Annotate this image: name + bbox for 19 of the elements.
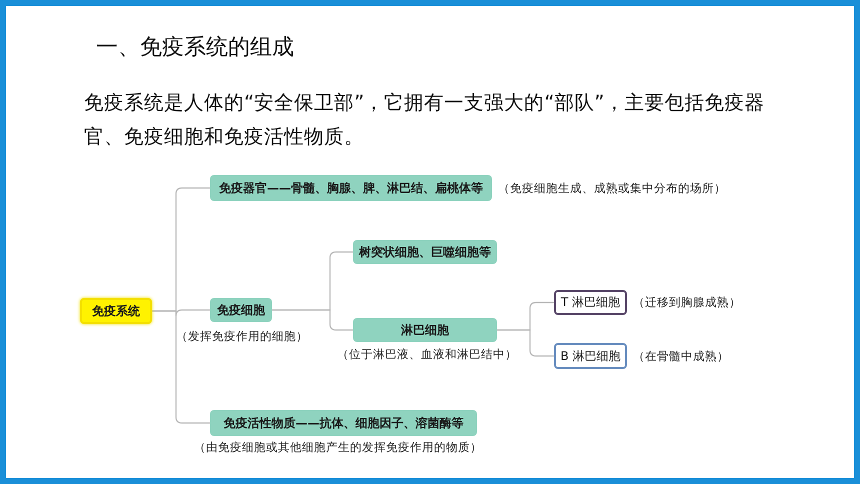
- node-note: （由免疫细胞或其他细胞产生的发挥免疫作用的物质）: [194, 440, 482, 455]
- node-note: （迁移到胸腺成熟）: [633, 295, 741, 310]
- node-note: （在骨髓中成熟）: [633, 349, 729, 364]
- heading: 一、免疫系统的组成: [96, 34, 294, 62]
- category-box: 免疫器官——骨髓、胸腺、脾、淋巴结、扁桃体等: [210, 175, 492, 201]
- node-note: （免疫细胞生成、成熟或集中分布的场所）: [498, 181, 726, 196]
- category-box: 淋巴细胞: [353, 318, 497, 342]
- category-box: 免疫活性物质——抗体、细胞因子、溶菌酶等: [210, 410, 477, 436]
- node-note: （位于淋巴液、血液和淋巴结中）: [337, 347, 517, 362]
- node-note: （发挥免疫作用的细胞）: [176, 329, 308, 344]
- root-box: 免疫系统: [80, 298, 152, 324]
- category-box: 免疫细胞: [210, 298, 272, 322]
- connector-line: [272, 309, 353, 331]
- connector-line: [497, 329, 554, 357]
- cell-type-box: T 淋巴细胞: [554, 290, 627, 315]
- intro-paragraph: 免疫系统是人体的“安全保卫部”，它拥有一支强大的“部队”，主要包括免疫器官、免疫细胞和免疫活性物质。: [84, 90, 766, 150]
- connector-line: [152, 310, 210, 424]
- category-box: 树突状细胞、巨噬细胞等: [353, 240, 497, 264]
- cell-type-box: B 淋巴细胞: [554, 343, 627, 369]
